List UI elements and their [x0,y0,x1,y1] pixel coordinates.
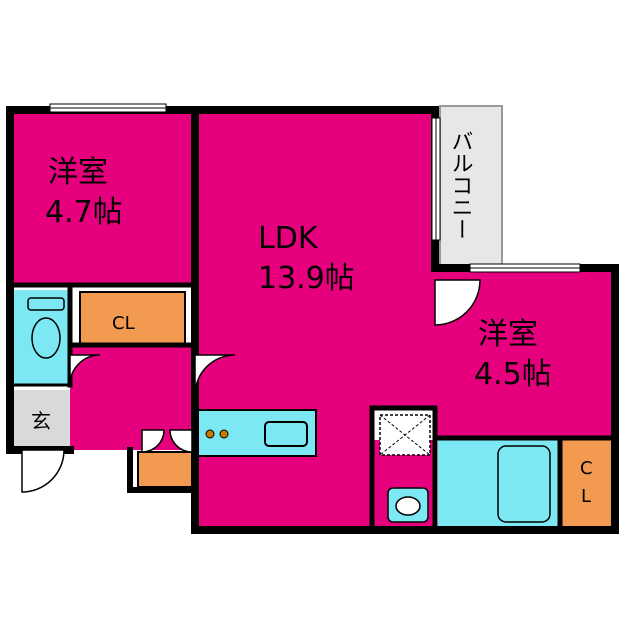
room-a-name: 洋室 [48,155,108,190]
closet-a [79,291,186,346]
closet-b-label-1: C [580,458,593,479]
ldk-name: LDK [258,221,319,256]
stove-burner-2 [219,429,229,439]
bathtub [497,445,551,523]
closet-b-label-2: L [581,486,591,507]
entrance-label: 玄 [31,409,51,433]
windows [49,103,581,273]
room-a-size: 4.7帖 [45,195,123,230]
western-room-a [10,110,195,285]
shoe-cabinet [137,451,194,488]
toilet-bowl [31,317,61,359]
closet-a-label: CL [112,313,135,334]
room-b-name: 洋室 [478,317,538,352]
closet-b [559,437,616,529]
kitchen-sink [264,421,308,447]
room-b-size: 4.5帖 [474,357,552,392]
ldk-size: 13.9帖 [258,261,355,296]
balcony-label: バルコニー [448,130,473,240]
doors [21,279,481,493]
balcony [439,105,503,271]
entrance-area [12,390,70,450]
toilet-tank [27,297,65,311]
stove-burner-1 [205,429,215,439]
